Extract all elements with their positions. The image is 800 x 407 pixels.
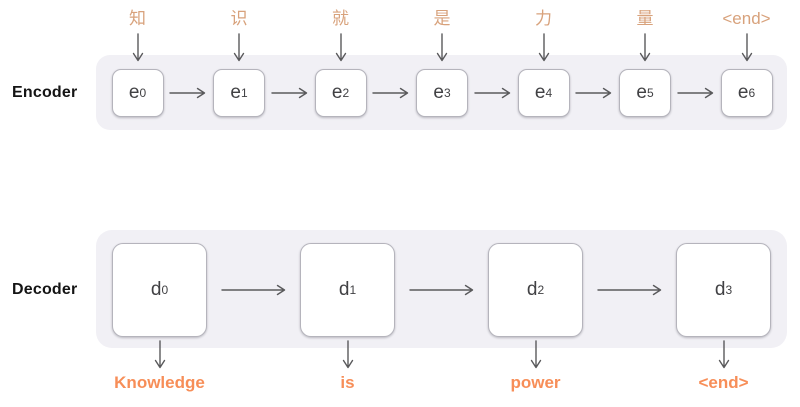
- arrow-right-icon: [169, 87, 206, 99]
- encoder-input-token: 识: [230, 9, 248, 28]
- arrow-down-icon: [335, 33, 346, 62]
- decoder-section-label: Decoder: [12, 281, 78, 298]
- node-label: e: [737, 82, 749, 103]
- encoder-section-label: Encoder: [12, 84, 78, 101]
- arrow-right-icon: [596, 284, 661, 296]
- decoder-output-token: power: [510, 373, 561, 392]
- arrow-right-icon: [408, 284, 473, 296]
- arrow-down-icon: [436, 33, 448, 62]
- encoder-input-token: 量: [636, 9, 654, 28]
- arrow-down-icon: [741, 33, 752, 62]
- encoder-input-token: 力: [535, 9, 552, 28]
- encoder-input-token: <end>: [722, 9, 771, 28]
- node-label: d: [150, 279, 162, 300]
- arrow-down-icon: [154, 340, 165, 369]
- arrow-right-icon: [220, 284, 285, 296]
- arrow-down-icon: [530, 340, 541, 369]
- encoder-input-token: 知: [129, 9, 146, 28]
- node-label: d: [338, 279, 350, 300]
- node-label: e: [331, 82, 343, 103]
- node-label: e: [128, 82, 140, 103]
- arrow-right-icon: [474, 87, 510, 99]
- arrow-down-icon: [639, 33, 651, 62]
- arrow-down-icon: [132, 33, 143, 62]
- arrow-right-icon: [372, 87, 409, 99]
- node-label: d: [714, 279, 726, 300]
- decoder-container: [96, 230, 787, 348]
- node-label: e: [230, 82, 241, 103]
- encoder-input-token: 就: [332, 9, 349, 28]
- arrow-right-icon: [575, 87, 612, 99]
- arrow-down-icon: [718, 340, 729, 369]
- node-label: d: [526, 279, 538, 300]
- decoder-output-token: <end>: [698, 373, 749, 392]
- encoder-input-token: 是: [433, 9, 451, 28]
- decoder-output-token: Knowledge: [114, 373, 205, 392]
- arrow-down-icon: [233, 33, 245, 62]
- decoder-output-token: is: [340, 373, 355, 392]
- arrow-right-icon: [677, 87, 713, 99]
- node-label: e: [636, 82, 647, 103]
- arrow-down-icon: [342, 340, 353, 369]
- arrow-down-icon: [538, 33, 549, 62]
- node-label: e: [534, 82, 546, 103]
- arrow-right-icon: [271, 87, 307, 99]
- node-label: e: [433, 82, 444, 103]
